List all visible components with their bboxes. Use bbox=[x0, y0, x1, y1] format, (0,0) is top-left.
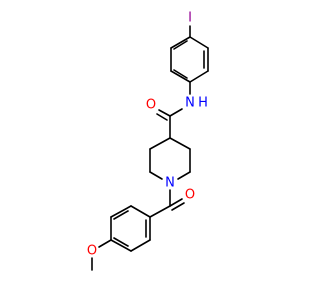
amide-nitrogen-atom-label: N bbox=[185, 96, 195, 111]
amide-oxygen-atom-label: O bbox=[146, 98, 156, 113]
bond bbox=[173, 69, 188, 79]
bond bbox=[169, 108, 183, 117]
bond bbox=[113, 210, 129, 220]
bond bbox=[110, 205, 132, 218]
bond bbox=[130, 205, 151, 218]
bond bbox=[189, 70, 209, 83]
bond bbox=[170, 70, 191, 83]
carbonyl-oxygen-atom-label: O bbox=[185, 188, 195, 203]
bond bbox=[171, 202, 185, 211]
bond bbox=[98, 239, 112, 248]
bond bbox=[149, 205, 171, 218]
bond bbox=[110, 239, 132, 252]
amide-hydrogen-atom-label: H bbox=[198, 96, 208, 111]
bond bbox=[177, 171, 191, 180]
bond bbox=[149, 171, 163, 180]
bond bbox=[169, 137, 191, 150]
bond bbox=[169, 198, 183, 207]
bonds bbox=[91, 25, 209, 271]
bond bbox=[130, 239, 151, 252]
bond bbox=[156, 113, 168, 121]
bond bbox=[158, 109, 171, 117]
methoxy-oxygen-atom-label: O bbox=[87, 244, 97, 259]
bond bbox=[173, 40, 188, 50]
atom-labels: I O N H N O O bbox=[87, 11, 208, 259]
bond bbox=[113, 237, 129, 247]
molecule-drawing: I O N H N O O bbox=[87, 11, 209, 271]
bond bbox=[170, 36, 191, 49]
bond bbox=[149, 137, 171, 150]
iodine-atom-label: I bbox=[188, 11, 192, 26]
bond bbox=[189, 36, 209, 49]
piperidine-nitrogen-atom-label: N bbox=[165, 176, 175, 191]
structure-canvas: I O N H N O O bbox=[86, 10, 209, 271]
